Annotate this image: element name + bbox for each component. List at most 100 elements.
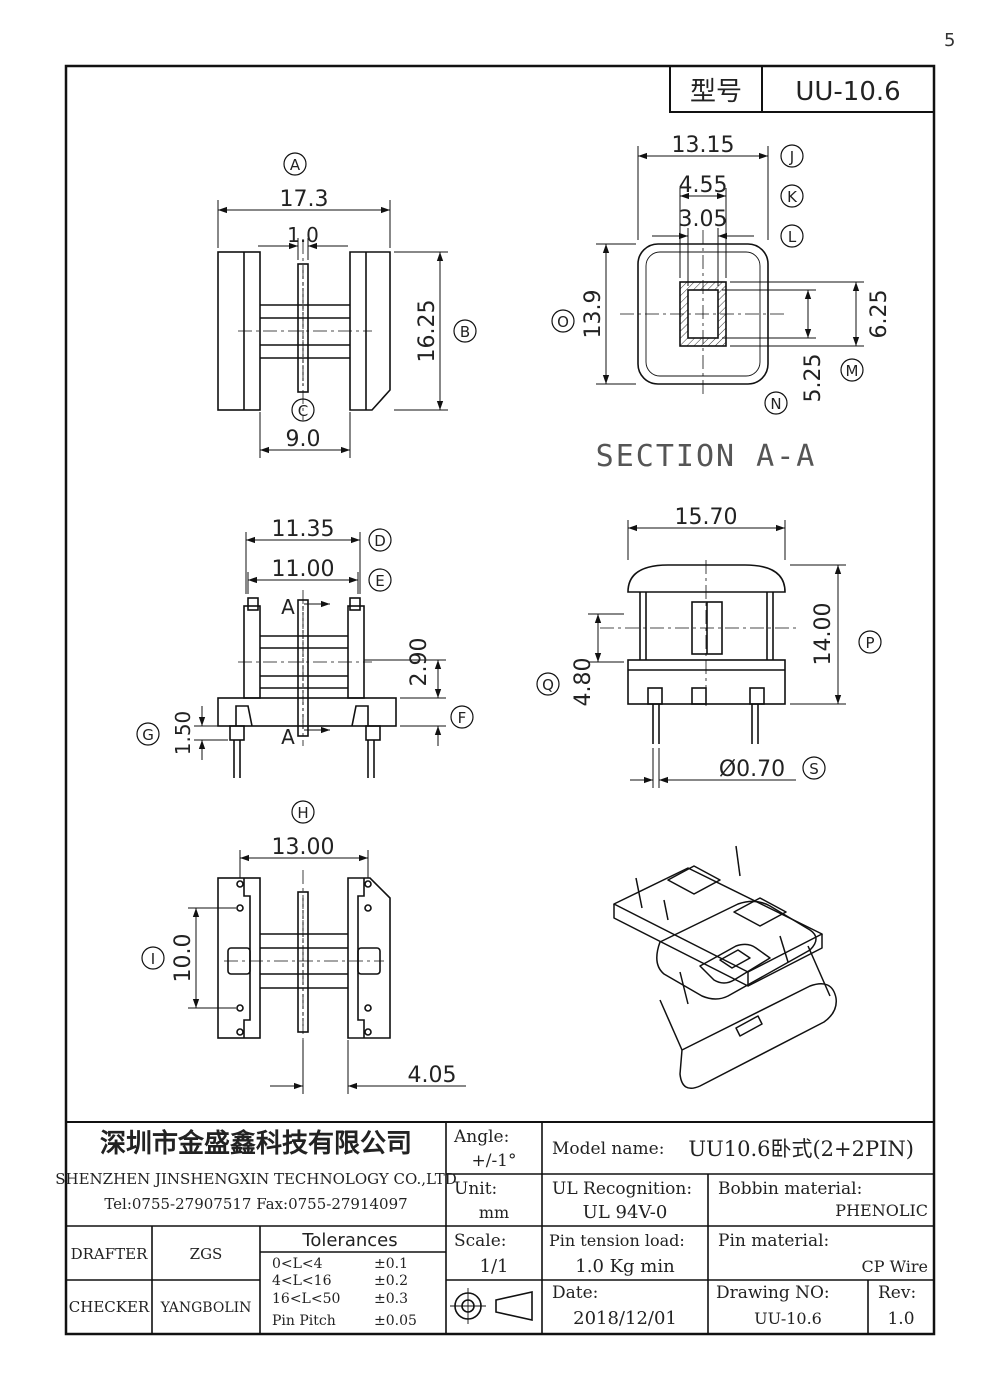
dim-j-width: 13.15 xyxy=(672,133,735,158)
model-header-label: 型号 xyxy=(690,77,742,107)
svg-text:D: D xyxy=(374,532,386,550)
dim-b-height: 16.25 xyxy=(415,300,440,363)
bottom-view xyxy=(217,870,391,1046)
svg-text:C: C xyxy=(298,402,308,420)
rev-value: 1.0 xyxy=(887,1309,914,1329)
svg-text:O: O xyxy=(557,313,569,331)
sheet-border xyxy=(64,64,936,1336)
callout-a: A xyxy=(283,152,307,176)
bobbin-material-label: Bobbin material: xyxy=(718,1179,862,1199)
svg-text:H: H xyxy=(297,804,308,822)
dim-o-height: 13.9 xyxy=(581,290,606,339)
dim-g-height: 1.50 xyxy=(171,711,195,756)
dim-pin-diameter: Ø0.70 xyxy=(719,757,785,782)
pin-material-value: CP Wire xyxy=(862,1257,929,1276)
pin-tension-label: Pin tension load: xyxy=(549,1231,685,1250)
dim-p-height: 14.00 xyxy=(811,603,836,666)
section-label: SECTION A-A xyxy=(596,439,817,474)
tolerances-title: Tolerances xyxy=(301,1230,397,1251)
dim-d-width: 11.35 xyxy=(272,517,335,542)
pin-material-label: Pin material: xyxy=(718,1231,829,1251)
section-view xyxy=(620,230,786,398)
section-view-dimensions xyxy=(596,146,864,385)
checker-label: CHECKER xyxy=(69,1298,150,1316)
section-marker-bottom: A xyxy=(281,725,295,749)
dim-f-height: 2.90 xyxy=(407,638,432,687)
callout-b: B xyxy=(453,319,477,343)
tolerance-value: ±0.3 xyxy=(374,1291,408,1307)
title-block xyxy=(66,1121,934,1334)
callout-s: S xyxy=(802,756,826,780)
section-marker-top: A xyxy=(281,595,295,619)
company-name-en: SHENZHEN JINSHENGXIN TECHNOLOGY CO.,LTD xyxy=(55,1170,457,1188)
model-header: 型号 UU-10.6 xyxy=(669,65,935,113)
svg-text:B: B xyxy=(460,323,470,341)
drafter-value: ZGS xyxy=(190,1245,223,1263)
end-view xyxy=(600,560,800,744)
callout-q: Q xyxy=(536,672,560,696)
dim-top-width: 15.70 xyxy=(675,505,738,530)
sheet-corner-mark: 5 xyxy=(944,30,956,51)
svg-text:I: I xyxy=(151,950,155,968)
dim-q-height: 4.80 xyxy=(571,658,596,707)
pin-tension-value: 1.0 Kg min xyxy=(575,1256,675,1277)
date-value: 2018/12/01 xyxy=(573,1308,677,1329)
dim-pitch-offset: 4.05 xyxy=(408,1063,457,1088)
angle-label: Angle: xyxy=(453,1127,509,1147)
unit-label: Unit: xyxy=(454,1179,497,1199)
scale-value: 1/1 xyxy=(480,1256,509,1277)
svg-text:M: M xyxy=(846,362,859,380)
dim-e-width: 11.00 xyxy=(272,557,335,582)
tolerance-range: 4<L<16 xyxy=(272,1273,332,1289)
isometric-view xyxy=(613,845,837,1089)
checker-value: YANGBOLIN xyxy=(160,1300,252,1316)
callout-p: P xyxy=(858,630,882,654)
angle-value: +/-1° xyxy=(471,1151,516,1171)
drawing-no-value: UU-10.6 xyxy=(754,1309,822,1328)
callout-n: N xyxy=(764,391,788,415)
rev-label: Rev: xyxy=(878,1283,916,1303)
callout-i: I xyxy=(141,946,165,970)
callout-m: M xyxy=(840,358,864,382)
callout-c: C xyxy=(291,398,315,422)
tolerance-range: Pin Pitch xyxy=(272,1313,336,1329)
ul-recognition-value: UL 94V-0 xyxy=(583,1202,668,1223)
callout-f: F xyxy=(450,705,474,729)
dim-c-width: 9.0 xyxy=(286,427,321,452)
dim-h-width: 13.00 xyxy=(272,835,335,860)
dim-a-width: 17.3 xyxy=(280,187,329,212)
model-name-label: Model name: xyxy=(552,1139,664,1159)
tolerance-value: ±0.2 xyxy=(374,1273,408,1289)
svg-text:E: E xyxy=(375,572,384,590)
drawing-no-label: Drawing NO: xyxy=(716,1283,830,1303)
tolerance-range: 0<L<4 xyxy=(272,1256,323,1272)
svg-text:L: L xyxy=(788,228,797,246)
ul-recognition-label: UL Recognition: xyxy=(552,1179,692,1199)
side-view-dimensions xyxy=(194,532,446,760)
bobbin-material-value: PHENOLIC xyxy=(835,1201,928,1220)
dim-m-height: 6.25 xyxy=(867,290,892,339)
callout-g: G xyxy=(136,722,160,746)
company-name-cn: 深圳市金盛鑫科技有限公司 xyxy=(100,1128,412,1159)
tolerance-table: 0<L<4 ±0.1 4<L<16 ±0.2 16<L<50 ±0.3 Pin … xyxy=(272,1256,417,1329)
scale-label: Scale: xyxy=(454,1231,507,1251)
svg-text:A: A xyxy=(290,156,301,174)
callout-d: D xyxy=(368,528,392,552)
dim-flange-thickness: 1.0 xyxy=(287,223,319,247)
front-view xyxy=(217,240,391,420)
svg-text:N: N xyxy=(770,395,781,413)
side-view xyxy=(217,590,397,778)
callout-e: E xyxy=(368,568,392,592)
svg-text:G: G xyxy=(142,726,154,744)
dim-n-height: 5.25 xyxy=(801,354,826,403)
svg-text:K: K xyxy=(787,188,798,206)
svg-text:S: S xyxy=(809,760,819,778)
drafter-label: DRAFTER xyxy=(71,1245,149,1263)
company-contact: Tel:0755-27907517 Fax:0755-27914097 xyxy=(104,1195,407,1213)
tolerance-value: ±0.1 xyxy=(374,1256,408,1272)
callout-j: J xyxy=(780,144,804,168)
tolerance-range: 16<L<50 xyxy=(272,1291,340,1307)
dim-l-width: 3.05 xyxy=(679,207,728,232)
dim-k-width: 4.55 xyxy=(679,173,728,198)
